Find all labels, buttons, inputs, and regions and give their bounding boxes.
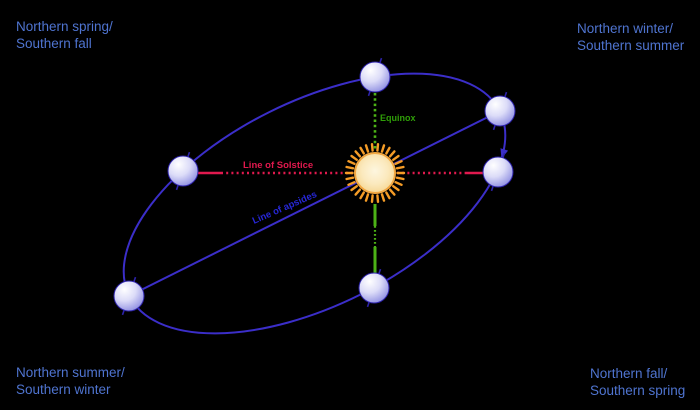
season-label-top-right: Northern winter/ Southern summer (577, 21, 685, 53)
svg-text:Southern winter: Southern winter (16, 382, 111, 397)
season-label-bottom-right: Northern fall/ Southern spring (590, 366, 685, 398)
svg-text:Southern spring: Southern spring (590, 383, 685, 398)
svg-text:Northern fall/: Northern fall/ (590, 366, 668, 381)
sun-disc (354, 152, 396, 194)
sun-rays (344, 142, 406, 204)
line-of-apsides (128, 110, 501, 297)
svg-text:Southern summer: Southern summer (577, 38, 685, 53)
earth-icon-left (167, 151, 199, 191)
solstice-label: Line of Solstice (243, 160, 313, 171)
season-label-top-left: Northern spring/ Southern fall (16, 19, 113, 51)
svg-text:Northern spring/: Northern spring/ (16, 19, 113, 34)
svg-text:Northern winter/: Northern winter/ (577, 21, 673, 36)
earth-icon-top-right (484, 91, 516, 131)
earth-icon-right (482, 152, 514, 192)
apsides-label: Line of apsides (251, 189, 319, 227)
sun-icon (344, 142, 406, 204)
svg-text:Southern fall: Southern fall (16, 36, 92, 51)
earth-icon-bottom (358, 268, 390, 308)
equinox-label: Equinox (380, 113, 416, 123)
season-label-bottom-left: Northern summer/ Southern winter (16, 365, 125, 397)
earth-icon-top (359, 57, 391, 97)
svg-text:Northern summer/: Northern summer/ (16, 365, 125, 380)
earth-icon-bottom-left (113, 276, 145, 316)
